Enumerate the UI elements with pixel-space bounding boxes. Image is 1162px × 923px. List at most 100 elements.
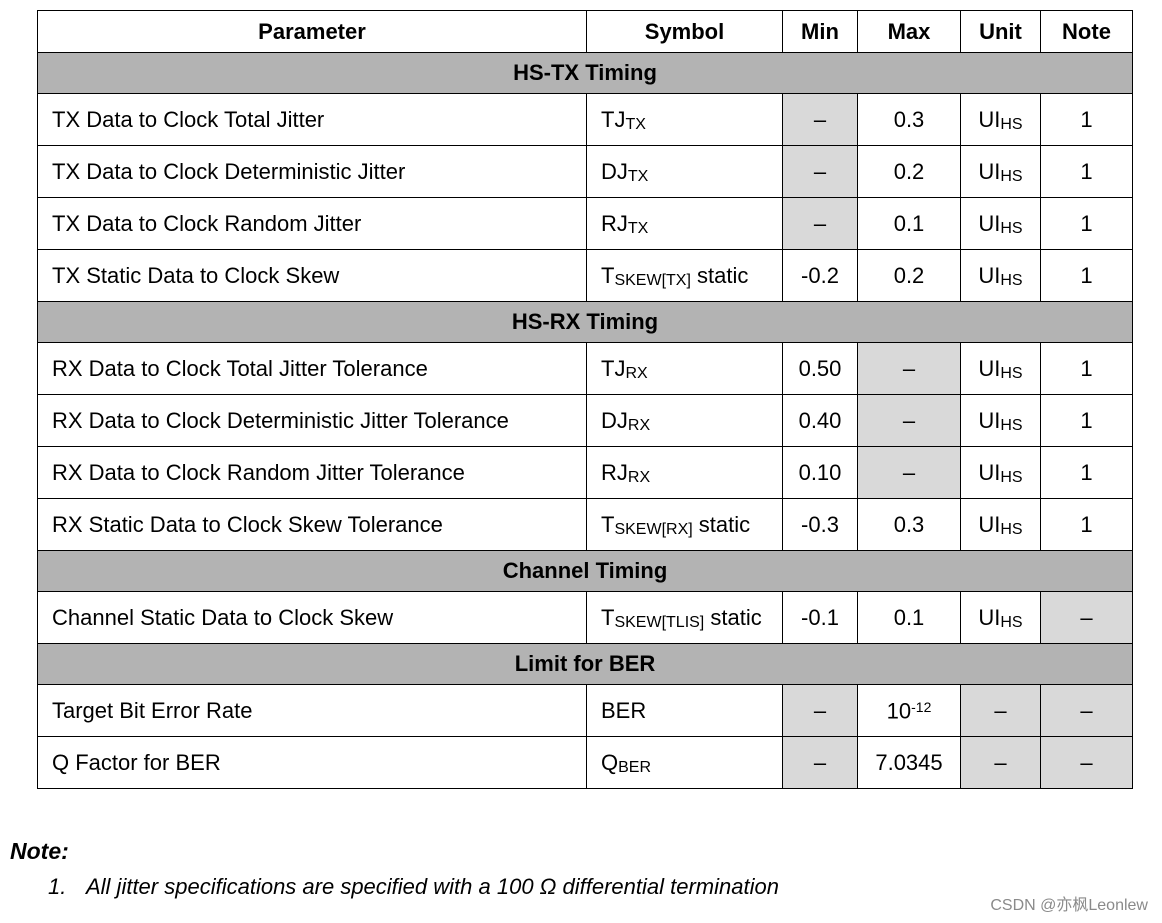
min-cell: – bbox=[782, 197, 858, 250]
parameter-cell: RX Data to Clock Random Jitter Tolerance bbox=[37, 446, 587, 499]
unit-cell: UIHS bbox=[960, 197, 1041, 250]
section-row-ber: Limit for BER bbox=[37, 643, 1133, 685]
symbol-subscript: TX bbox=[627, 167, 649, 185]
section-title: Limit for BER bbox=[37, 643, 1133, 685]
note-cell: – bbox=[1040, 684, 1133, 737]
symbol-main: T bbox=[601, 262, 615, 288]
unit-cell: UIHS bbox=[960, 591, 1041, 644]
symbol-main: BER bbox=[601, 697, 647, 723]
symbol-cell: TJTX bbox=[586, 93, 783, 146]
max-cell: 0.1 bbox=[857, 591, 961, 644]
parameter-cell: TX Data to Clock Total Jitter bbox=[37, 93, 587, 146]
max-cell: – bbox=[857, 394, 961, 447]
min-cell: – bbox=[782, 736, 858, 789]
symbol-main: Q bbox=[601, 749, 619, 775]
symbol-main: DJ bbox=[601, 158, 628, 184]
symbol-subscript: SKEW[TX] bbox=[614, 271, 691, 289]
symbol-cell: QBER bbox=[586, 736, 783, 789]
max-base: 10 bbox=[886, 698, 912, 724]
symbol-subscript: SKEW[RX] bbox=[614, 520, 693, 538]
header-parameter: Parameter bbox=[37, 10, 587, 53]
unit-subscript: HS bbox=[1000, 364, 1023, 382]
note-heading: Note: bbox=[10, 838, 69, 864]
unit-subscript: HS bbox=[1000, 115, 1023, 133]
note-cell: – bbox=[1040, 591, 1133, 644]
min-cell: 0.50 bbox=[782, 342, 858, 395]
note-cell: 1 bbox=[1040, 394, 1133, 447]
max-cell: 10-12 bbox=[857, 684, 961, 737]
min-cell: -0.2 bbox=[782, 249, 858, 302]
parameter-cell: Target Bit Error Rate bbox=[37, 684, 587, 737]
table-row: TX Data to Clock Total Jitter TJTX – 0.3… bbox=[37, 93, 1133, 146]
symbol-main: RJ bbox=[601, 459, 628, 485]
symbol-main: T bbox=[601, 604, 615, 630]
max-exponent: -12 bbox=[911, 698, 932, 715]
section-title: Channel Timing bbox=[37, 550, 1133, 592]
table-row: TX Data to Clock Random Jitter RJTX – 0.… bbox=[37, 197, 1133, 250]
symbol-main: RJ bbox=[601, 210, 628, 236]
unit-subscript: HS bbox=[1000, 468, 1023, 486]
symbol-tail: static bbox=[704, 604, 762, 630]
note-cell: 1 bbox=[1040, 446, 1133, 499]
symbol-cell: TSKEW[RX] static bbox=[586, 498, 783, 551]
table-row: RX Data to Clock Total Jitter Tolerance … bbox=[37, 342, 1133, 395]
max-cell: 0.2 bbox=[857, 145, 961, 198]
symbol-subscript: TX bbox=[627, 219, 649, 237]
min-cell: – bbox=[782, 145, 858, 198]
parameter-cell: Channel Static Data to Clock Skew bbox=[37, 591, 587, 644]
header-note: Note bbox=[1040, 10, 1133, 53]
table-row: TX Static Data to Clock Skew TSKEW[TX] s… bbox=[37, 249, 1133, 302]
symbol-subscript: TX bbox=[625, 115, 646, 133]
table-header-row: Parameter Symbol Min Max Unit Note bbox=[37, 10, 1133, 53]
unit-subscript: HS bbox=[1000, 416, 1023, 434]
symbol-main: TJ bbox=[601, 106, 626, 132]
header-min: Min bbox=[782, 10, 858, 53]
min-cell: 0.40 bbox=[782, 394, 858, 447]
parameter-cell: TX Data to Clock Deterministic Jitter bbox=[37, 145, 587, 198]
max-cell: 0.3 bbox=[857, 93, 961, 146]
note-cell: 1 bbox=[1040, 249, 1133, 302]
table-row: Channel Static Data to Clock Skew TSKEW[… bbox=[37, 591, 1133, 644]
max-cell: – bbox=[857, 342, 961, 395]
unit-subscript: HS bbox=[1000, 613, 1023, 631]
min-cell: -0.1 bbox=[782, 591, 858, 644]
header-symbol: Symbol bbox=[586, 10, 783, 53]
note-cell: – bbox=[1040, 736, 1133, 789]
unit-cell: – bbox=[960, 684, 1041, 737]
section-row-hs-tx: HS-TX Timing bbox=[37, 52, 1133, 94]
max-cell: – bbox=[857, 446, 961, 499]
symbol-main: DJ bbox=[601, 407, 628, 433]
note-text: All jitter specifications are specified … bbox=[86, 874, 779, 899]
symbol-main: T bbox=[601, 511, 615, 537]
unit-subscript: HS bbox=[1000, 520, 1023, 538]
unit-subscript: HS bbox=[1000, 219, 1023, 237]
note-number: 1. bbox=[48, 874, 67, 899]
symbol-main: TJ bbox=[601, 355, 626, 381]
unit-main: UI bbox=[978, 459, 1001, 485]
symbol-cell: TSKEW[TX] static bbox=[586, 249, 783, 302]
unit-subscript: HS bbox=[1000, 271, 1023, 289]
unit-cell: UIHS bbox=[960, 342, 1041, 395]
unit-main: UI bbox=[978, 604, 1001, 630]
symbol-subscript: RX bbox=[625, 364, 648, 382]
parameter-cell: TX Data to Clock Random Jitter bbox=[37, 197, 587, 250]
symbol-subscript: SKEW[TLIS] bbox=[614, 613, 705, 631]
table-row: RX Data to Clock Random Jitter Tolerance… bbox=[37, 446, 1133, 499]
unit-main: UI bbox=[978, 158, 1001, 184]
symbol-cell: DJRX bbox=[586, 394, 783, 447]
note-cell: 1 bbox=[1040, 145, 1133, 198]
min-cell: – bbox=[782, 93, 858, 146]
symbol-cell: TJRX bbox=[586, 342, 783, 395]
symbol-cell: BER bbox=[586, 684, 783, 737]
unit-cell: UIHS bbox=[960, 93, 1041, 146]
symbol-subscript: BER bbox=[618, 758, 652, 776]
symbol-subscript: RX bbox=[627, 468, 651, 486]
max-cell: 0.2 bbox=[857, 249, 961, 302]
symbol-cell: RJTX bbox=[586, 197, 783, 250]
symbol-tail: static bbox=[690, 262, 749, 288]
min-cell: – bbox=[782, 684, 858, 737]
unit-main: UI bbox=[978, 210, 1001, 236]
table-row: RX Data to Clock Deterministic Jitter To… bbox=[37, 394, 1133, 447]
unit-main: UI bbox=[978, 355, 1001, 381]
unit-subscript: HS bbox=[1000, 167, 1023, 185]
